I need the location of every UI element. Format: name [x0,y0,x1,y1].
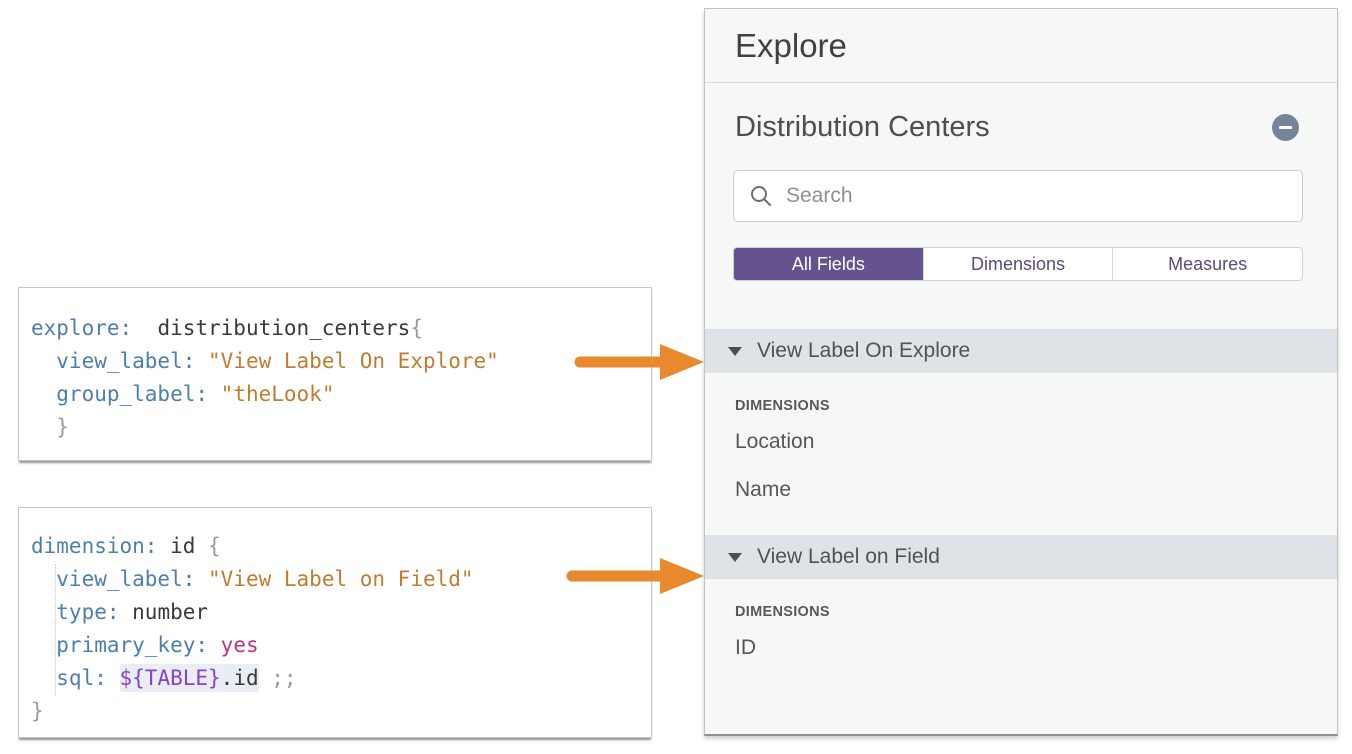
section-label: View Label on Field [757,545,940,568]
arrow-to-explore-label-icon [574,344,704,380]
search-input[interactable] [786,184,1287,208]
panel-header: Explore [705,9,1337,83]
field-item[interactable]: Location [735,430,815,453]
group-heading: DIMENSIONS [735,604,830,620]
view-row: Distribution Centers [735,111,1299,144]
section-label: View Label On Explore [757,339,971,362]
collapse-view-icon[interactable] [1272,114,1299,141]
code-block: dimension: id { view_label: "View Label … [31,534,474,723]
page-title: Explore [735,26,847,64]
view-name: Distribution Centers [735,111,990,143]
explore-field-picker-panel: Explore Distribution Centers All FieldsD… [704,8,1338,736]
tab-measures[interactable]: Measures [1112,248,1302,280]
tab-dimensions[interactable]: Dimensions [922,248,1113,280]
section-header[interactable]: View Label on Field [705,535,1337,579]
section-header[interactable]: View Label On Explore [705,329,1337,373]
caret-down-icon [728,346,742,356]
arrow-to-field-label-icon [566,558,704,594]
dimension-snippet: dimension: id { view_label: "View Label … [18,507,652,738]
search-icon [751,186,771,206]
explore-snippet: explore: distribution_centers{ view_labe… [18,287,652,461]
tab-all-fields[interactable]: All Fields [734,248,923,280]
indent-guide [55,564,56,696]
caret-down-icon [728,552,742,562]
search-box [733,170,1303,222]
group-heading: DIMENSIONS [735,398,830,414]
code-block: explore: distribution_centers{ view_labe… [31,316,499,439]
field-item[interactable]: Name [735,478,792,501]
field-item[interactable]: ID [735,636,756,659]
